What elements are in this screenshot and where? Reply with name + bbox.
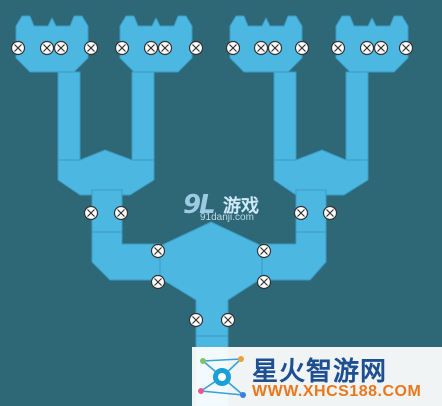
- junction-node[interactable]: [256, 274, 272, 290]
- junction-node[interactable]: [188, 40, 204, 56]
- node-x-mark: [271, 44, 279, 52]
- junction-node[interactable]: [113, 205, 129, 221]
- junction-node[interactable]: [39, 40, 55, 56]
- node-x-mark: [87, 209, 95, 217]
- junction-node[interactable]: [267, 40, 283, 56]
- junction-node[interactable]: [225, 40, 241, 56]
- pipe-w-left-base: [57, 149, 155, 196]
- pipe-arm-r1: [273, 71, 297, 173]
- pipe-lower-left: [91, 231, 161, 281]
- node-x-mark: [14, 44, 22, 52]
- junction-node[interactable]: [253, 40, 269, 56]
- node-x-mark: [154, 278, 162, 286]
- junction-node[interactable]: [359, 40, 375, 56]
- junction-node[interactable]: [10, 40, 26, 56]
- node-x-mark: [257, 44, 265, 52]
- junction-node[interactable]: [220, 312, 236, 328]
- junction-node[interactable]: [398, 40, 414, 56]
- node-x-mark: [161, 44, 169, 52]
- molecule-logo-icon: [198, 356, 246, 398]
- node-x-mark: [118, 44, 126, 52]
- node-x-mark: [147, 44, 155, 52]
- junction-node[interactable]: [330, 40, 346, 56]
- junction-node[interactable]: [114, 40, 130, 56]
- node-x-mark: [334, 44, 342, 52]
- node-x-mark: [260, 247, 268, 255]
- node-x-mark: [377, 44, 385, 52]
- node-x-mark: [57, 44, 65, 52]
- junction-node[interactable]: [83, 205, 99, 221]
- junction-node[interactable]: [322, 205, 338, 221]
- watermark-logo-name: 游戏: [223, 196, 259, 217]
- junction-node[interactable]: [143, 40, 159, 56]
- junction-node[interactable]: [150, 274, 166, 290]
- node-x-mark: [87, 44, 95, 52]
- pipe-center-diamond: [159, 221, 263, 341]
- node-x-mark: [192, 316, 200, 324]
- junction-node[interactable]: [157, 40, 173, 56]
- junction-nodes: [10, 40, 414, 328]
- pipe-arm-l1: [57, 71, 81, 173]
- watermark-logo-mark: 9L: [183, 190, 216, 220]
- junction-node[interactable]: [256, 243, 272, 259]
- junction-node[interactable]: [373, 40, 389, 56]
- node-x-mark: [154, 247, 162, 255]
- watermark-xhcs188: 星火智游网 WWW.XHCS188.COM: [192, 347, 442, 406]
- node-x-mark: [192, 44, 200, 52]
- node-x-mark: [260, 278, 268, 286]
- node-x-mark: [298, 44, 306, 52]
- node-x-mark: [229, 44, 237, 52]
- node-x-mark: [224, 316, 232, 324]
- node-x-mark: [117, 209, 125, 217]
- node-x-mark: [402, 44, 410, 52]
- watermark-logo-url: 91danji.com: [200, 212, 254, 223]
- junction-node[interactable]: [293, 205, 309, 221]
- node-x-mark: [363, 44, 371, 52]
- pipe-lower-right: [261, 231, 327, 281]
- pipe-w-right-base: [273, 149, 369, 196]
- junction-node[interactable]: [150, 243, 166, 259]
- node-x-mark: [326, 209, 334, 217]
- junction-node[interactable]: [83, 40, 99, 56]
- junction-node[interactable]: [53, 40, 69, 56]
- watermark-site-name: 星火智游网: [252, 357, 388, 387]
- pipe-arm-l2: [131, 71, 155, 173]
- junction-node[interactable]: [188, 312, 204, 328]
- node-x-mark: [43, 44, 51, 52]
- watermark-site-url: WWW.XHCS188.COM: [252, 383, 422, 400]
- watermark-91danji: 9L 游戏 91danji.com: [183, 190, 273, 230]
- junction-node[interactable]: [294, 40, 310, 56]
- node-x-mark: [297, 209, 305, 217]
- pipe-arm-r2: [345, 71, 369, 173]
